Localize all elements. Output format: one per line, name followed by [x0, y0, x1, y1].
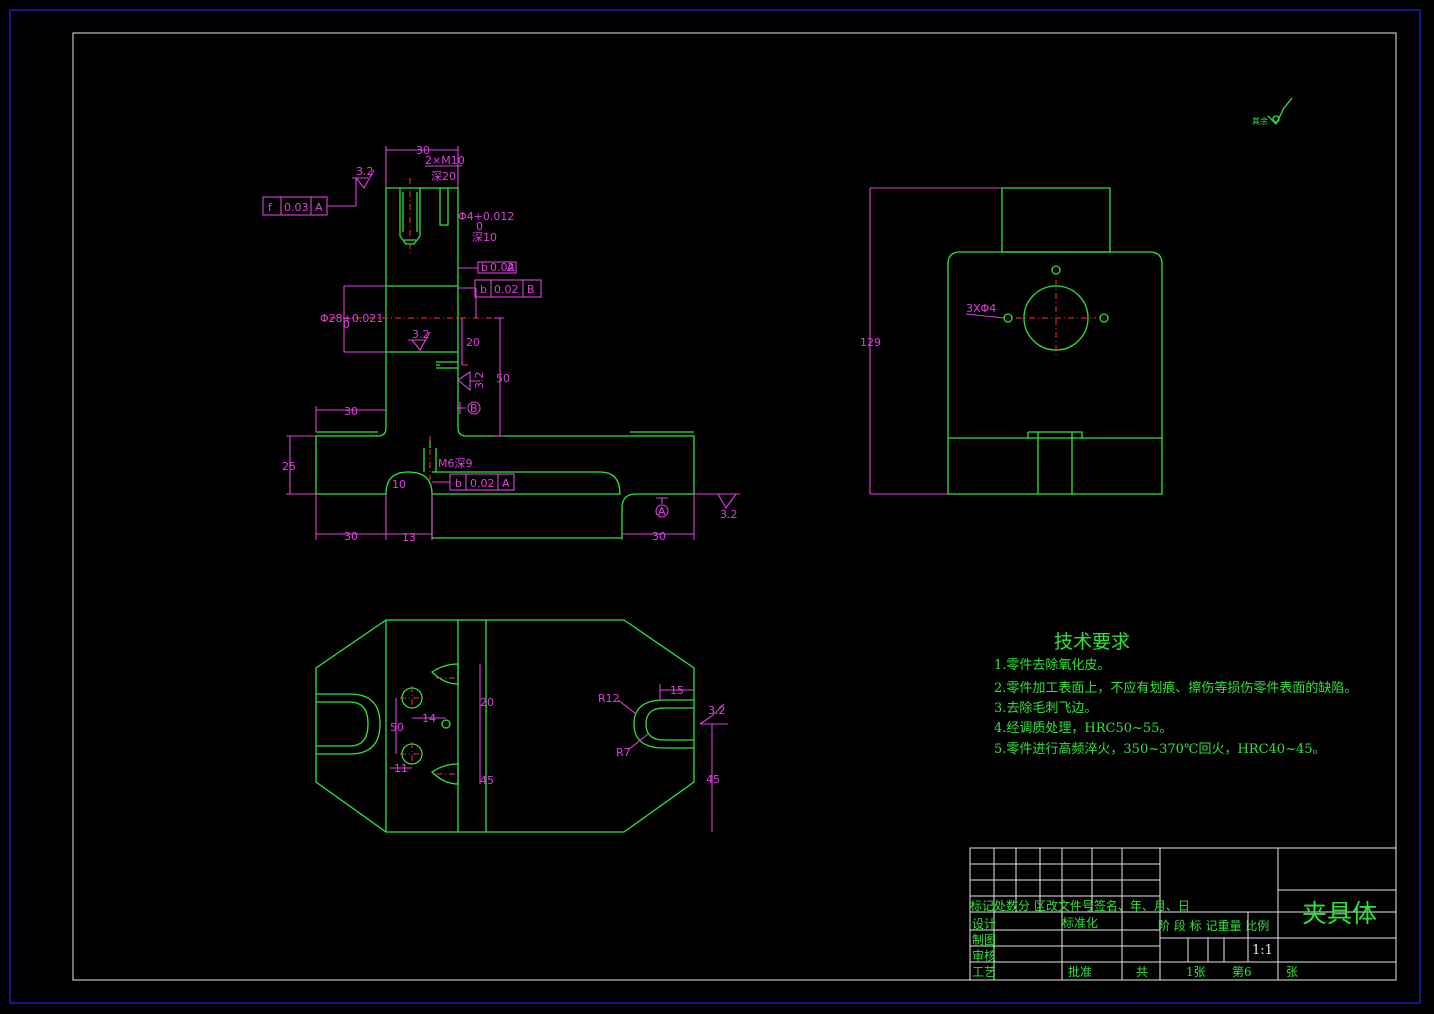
- scale-value: 1:1: [1252, 943, 1273, 958]
- design-label: 设计: [972, 917, 996, 931]
- approve-label: 批准: [1068, 964, 1092, 979]
- svg-text:0.02: 0.02: [490, 261, 515, 274]
- svg-text:b: b: [455, 477, 462, 490]
- depth-10-label: 深10: [472, 231, 497, 244]
- top-rough: 3.2: [708, 704, 726, 717]
- svg-text:0.02: 0.02: [494, 283, 519, 296]
- dim-25: 25: [282, 460, 296, 473]
- dim-30-right: 30: [652, 530, 666, 543]
- tech-req-item: 1.零件去除氧化皮。: [994, 658, 1110, 673]
- dim-30-left: 30: [344, 405, 358, 418]
- standardization-label: 标准化: [1062, 916, 1098, 930]
- corner-roughness-symbol: 其余: [1252, 97, 1293, 126]
- sheet-no-label: 第6: [1232, 965, 1252, 979]
- header-row: 标记处数分 区改文件号签名、年、月、日: [970, 898, 1190, 913]
- front-view: 30 2×M10 深20 Φ4+0.012 0 深10 3.2 f 0.03 A…: [262, 144, 740, 544]
- technical-requirements: 技术要求 1.零件去除氧化皮。 2.零件加工表面上，不应有划痕、擦伤等损伤零件表…: [994, 631, 1357, 757]
- top-view: 20 14 50 11 45 R12 R7 15 3.2 45: [315, 619, 728, 833]
- top-dim-11: 11: [394, 762, 408, 775]
- sheets-label: 1张: [1186, 965, 1206, 979]
- rough-top: 3.2: [356, 165, 374, 178]
- drafting-label: 制图: [972, 933, 996, 947]
- svg-text:f: f: [268, 201, 273, 214]
- depth-20-label: 深20: [431, 170, 456, 183]
- svg-text:0.02: 0.02: [470, 477, 495, 490]
- tech-req-item: 4.经调质处理，HRC50~55。: [994, 721, 1172, 736]
- svg-text:b: b: [481, 261, 488, 274]
- pin-hole-callout: Φ4+0.012: [458, 210, 514, 223]
- gdt-small: b 0.02 A: [458, 261, 517, 274]
- datum-b: B: [470, 402, 478, 415]
- stage-row: 阶 段 标 记重量 比例: [1158, 918, 1269, 933]
- front-outline: [315, 187, 695, 539]
- thread-callout: 2×M10: [425, 154, 465, 167]
- process-label: 工艺: [972, 965, 996, 979]
- svg-text:0.03: 0.03: [284, 201, 309, 214]
- dim-20: 20: [466, 336, 480, 349]
- bore-tol-low: 0: [343, 318, 350, 331]
- total-label: 共: [1136, 965, 1148, 979]
- top-dim-45: 45: [480, 774, 494, 787]
- dim-30-top: 30: [416, 144, 430, 157]
- radius-12: R12: [598, 692, 620, 705]
- drawing-frame: [72, 32, 1397, 981]
- title-block: 夹具体 1:1 标记处数分 区改文件号签名、年、月、日 标准化 阶 段 标 记重…: [969, 847, 1397, 981]
- side-view: 129 3XΦ4: [860, 187, 1163, 495]
- sheet-border: [9, 9, 1421, 1004]
- dim-10: 10: [392, 478, 406, 491]
- tech-req-item: 3.去除毛刺飞边。: [994, 701, 1097, 716]
- corner-rough-label: 其余: [1252, 116, 1268, 126]
- top-dim-50: 50: [390, 721, 404, 734]
- top-dim-14: 14: [422, 712, 436, 725]
- dim-50: 50: [496, 372, 510, 385]
- sheet-unit-label: 张: [1286, 965, 1298, 979]
- pin-tol-low: 0: [476, 220, 483, 233]
- svg-text:A: A: [315, 201, 323, 214]
- holes-callout: 3XΦ4: [966, 302, 996, 315]
- thread-small: M6深9: [438, 457, 473, 470]
- review-label: 审核: [972, 948, 996, 963]
- dim-13: 13: [402, 531, 416, 544]
- rough-mid: 3.2: [412, 328, 430, 341]
- tech-req-item: 5.零件进行高频淬火，350~370℃回火，HRC40~45。: [994, 741, 1326, 757]
- svg-text:A: A: [507, 261, 515, 274]
- gdt-base: b 0.02 A: [432, 473, 515, 491]
- tech-req-item: 2.零件加工表面上，不应有划痕、擦伤等损伤零件表面的缺陷。: [994, 680, 1357, 696]
- top-dim-45-right: 45: [706, 773, 720, 786]
- rough-side: 3.2: [473, 372, 486, 390]
- radius-7: R7: [616, 746, 631, 759]
- rough-base: 3.2: [720, 508, 738, 521]
- part-name: 夹具体: [1302, 899, 1377, 928]
- svg-text:b: b: [480, 283, 487, 296]
- top-dim-20: 20: [480, 696, 494, 709]
- bore-callout: Φ28+0.021: [320, 312, 383, 325]
- gdt-flatness: f 0.03 A: [262, 196, 356, 216]
- datum-a: A: [658, 505, 666, 518]
- gdt-perpendicularity: b 0.02 B: [458, 279, 542, 318]
- svg-text:A: A: [502, 477, 510, 490]
- top-dim-15: 15: [670, 684, 684, 697]
- svg-text:B: B: [527, 283, 535, 296]
- tech-req-title: 技术要求: [1054, 631, 1130, 653]
- dim-30-bottom: 30: [344, 530, 358, 543]
- dim-129: 129: [860, 336, 881, 349]
